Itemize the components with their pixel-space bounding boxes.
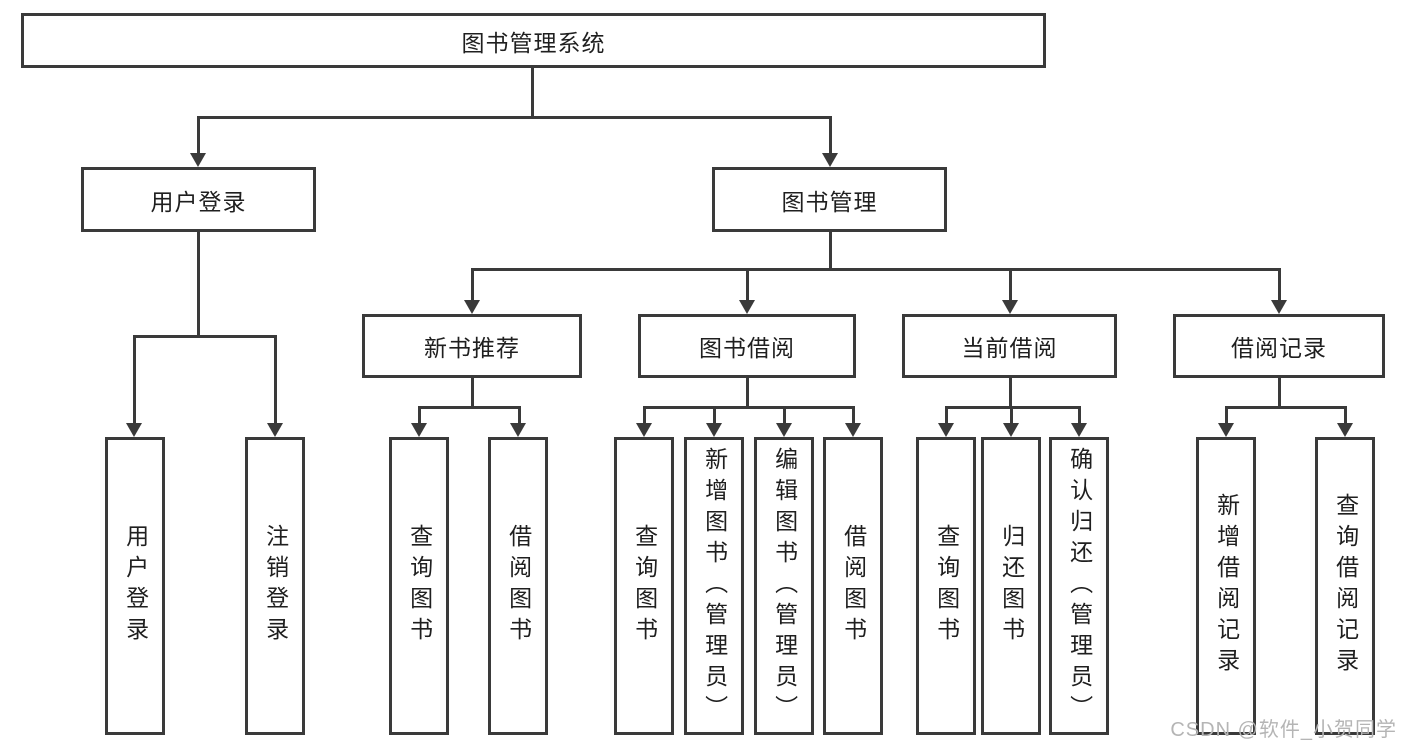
- connector-drop-book-borrowing: [745, 267, 749, 303]
- node-current-borrowing: 当前借阅: [902, 314, 1117, 378]
- node-user-login-label: 用户登录: [150, 188, 247, 215]
- leaf-borrow-books-recommend-label: 借阅图书: [505, 524, 532, 648]
- leaf-add-books-admin-label: 新增图书（管理员）: [701, 446, 728, 726]
- leaf-edit-books-admin-label: 编辑图书（管理员）: [771, 446, 798, 726]
- watermark: CSDN @软件_小贺同学: [1170, 719, 1397, 741]
- leaf-logout: 注销登录: [245, 437, 305, 735]
- arrow-br-leaf1: [1218, 423, 1234, 437]
- node-new-book-recommendation-label: 新书推荐: [424, 335, 520, 361]
- arrow-bb-leaf3: [776, 423, 792, 437]
- arrow-borrowing-records: [1271, 300, 1287, 314]
- arrow-cb-leaf3: [1071, 423, 1087, 437]
- leaf-borrow-books-borrowing: 借阅图书: [823, 437, 883, 735]
- connector-drop-nb-leaf2: [517, 405, 521, 426]
- leaf-add-books-admin: 新增图书（管理员）: [684, 437, 744, 735]
- connector-drop-new-book: [470, 267, 474, 303]
- connector-current-borrowing-drop: [1008, 378, 1012, 408]
- arrow-user-login: [190, 153, 206, 167]
- node-book-management-label: 图书管理: [781, 188, 878, 215]
- arrow-book-borrowing: [739, 300, 755, 314]
- connector-borrowing-records-drop: [1277, 378, 1281, 408]
- leaf-query-books-borrowing: 查询图书: [614, 437, 674, 735]
- arrow-bb-leaf2: [706, 423, 722, 437]
- connector-book-borrowing-drop: [745, 378, 749, 408]
- connector-root-elbow: [196, 115, 832, 119]
- connector-drop-current-borrowing: [1008, 267, 1012, 303]
- connector-drop-user-login: [196, 115, 200, 156]
- connector-drop-bb-leaf3: [782, 405, 786, 426]
- leaf-edit-books-admin: 编辑图书（管理员）: [754, 437, 814, 735]
- arrow-new-book: [464, 300, 480, 314]
- node-new-book-recommendation: 新书推荐: [362, 314, 582, 378]
- leaf-add-borrow-record-label: 新增借阅记录: [1213, 493, 1240, 679]
- connector-new-book-elbow: [417, 405, 521, 409]
- leaf-user-login-label: 用户登录: [122, 524, 149, 648]
- connector-drop-bb-leaf1: [642, 405, 646, 426]
- leaf-logout-label: 注销登录: [262, 524, 289, 648]
- node-library-system: 图书管理系统: [21, 13, 1046, 68]
- connector-drop-cb-leaf3: [1077, 405, 1081, 426]
- connector-book-borrowing-elbow: [642, 405, 855, 409]
- node-book-borrowing-label: 图书借阅: [699, 335, 795, 361]
- connector-drop-book-management: [828, 115, 832, 156]
- arrow-nb-leaf2: [510, 423, 526, 437]
- arrow-cb-leaf2: [1003, 423, 1019, 437]
- connector-drop-leaf-user-login: [132, 334, 136, 426]
- node-user-login: 用户登录: [81, 167, 316, 232]
- connector-drop-bb-leaf2: [712, 405, 716, 426]
- leaf-add-borrow-record: 新增借阅记录: [1196, 437, 1256, 735]
- connector-drop-leaf-logout: [273, 334, 277, 426]
- connector-drop-borrowing-records: [1277, 267, 1281, 303]
- node-borrowing-records-label: 借阅记录: [1231, 335, 1327, 361]
- leaf-query-books-borrowing-label: 查询图书: [631, 524, 658, 648]
- connector-new-book-drop: [470, 378, 474, 408]
- arrow-nb-leaf1: [411, 423, 427, 437]
- leaf-query-books-current-label: 查询图书: [933, 524, 960, 648]
- leaf-user-login: 用户登录: [105, 437, 165, 735]
- arrow-br-leaf2: [1337, 423, 1353, 437]
- arrow-bb-leaf4: [845, 423, 861, 437]
- node-current-borrowing-label: 当前借阅: [961, 335, 1058, 361]
- connector-user-login-elbow: [132, 334, 277, 338]
- connector-drop-bb-leaf4: [851, 405, 855, 426]
- connector-drop-br-leaf2: [1343, 405, 1347, 426]
- leaf-query-books-recommend-label: 查询图书: [406, 524, 433, 648]
- connector-user-login-drop: [196, 232, 200, 336]
- leaf-return-books-label: 归还图书: [998, 524, 1025, 648]
- leaf-query-borrow-record: 查询借阅记录: [1315, 437, 1375, 735]
- leaf-return-books: 归还图书: [981, 437, 1041, 735]
- connector-book-management-drop: [828, 232, 832, 270]
- node-book-management: 图书管理: [712, 167, 947, 232]
- connector-drop-br-leaf1: [1224, 405, 1228, 426]
- arrow-leaf-logout: [267, 423, 283, 437]
- node-library-system-label: 图书管理系统: [461, 29, 606, 56]
- node-borrowing-records: 借阅记录: [1173, 314, 1385, 378]
- leaf-query-borrow-record-label: 查询借阅记录: [1332, 493, 1359, 679]
- arrow-current-borrowing: [1002, 300, 1018, 314]
- connector-drop-cb-leaf1: [944, 405, 948, 426]
- connector-root-drop: [530, 68, 534, 118]
- connector-book-management-elbow: [470, 267, 1280, 271]
- arrow-book-management: [822, 153, 838, 167]
- leaf-confirm-return-admin-label: 确认归还（管理员）: [1066, 446, 1093, 726]
- leaf-confirm-return-admin: 确认归还（管理员）: [1049, 437, 1109, 735]
- leaf-query-books-recommend: 查询图书: [389, 437, 449, 735]
- connector-drop-cb-leaf2: [1009, 405, 1013, 426]
- arrow-leaf-user-login: [126, 423, 142, 437]
- leaf-query-books-current: 查询图书: [916, 437, 976, 735]
- connector-drop-nb-leaf1: [417, 405, 421, 426]
- node-book-borrowing: 图书借阅: [638, 314, 856, 378]
- arrow-cb-leaf1: [938, 423, 954, 437]
- leaf-borrow-books-borrowing-label: 借阅图书: [840, 524, 867, 648]
- arrow-bb-leaf1: [636, 423, 652, 437]
- connector-borrowing-records-elbow: [1224, 405, 1346, 409]
- leaf-borrow-books-recommend: 借阅图书: [488, 437, 548, 735]
